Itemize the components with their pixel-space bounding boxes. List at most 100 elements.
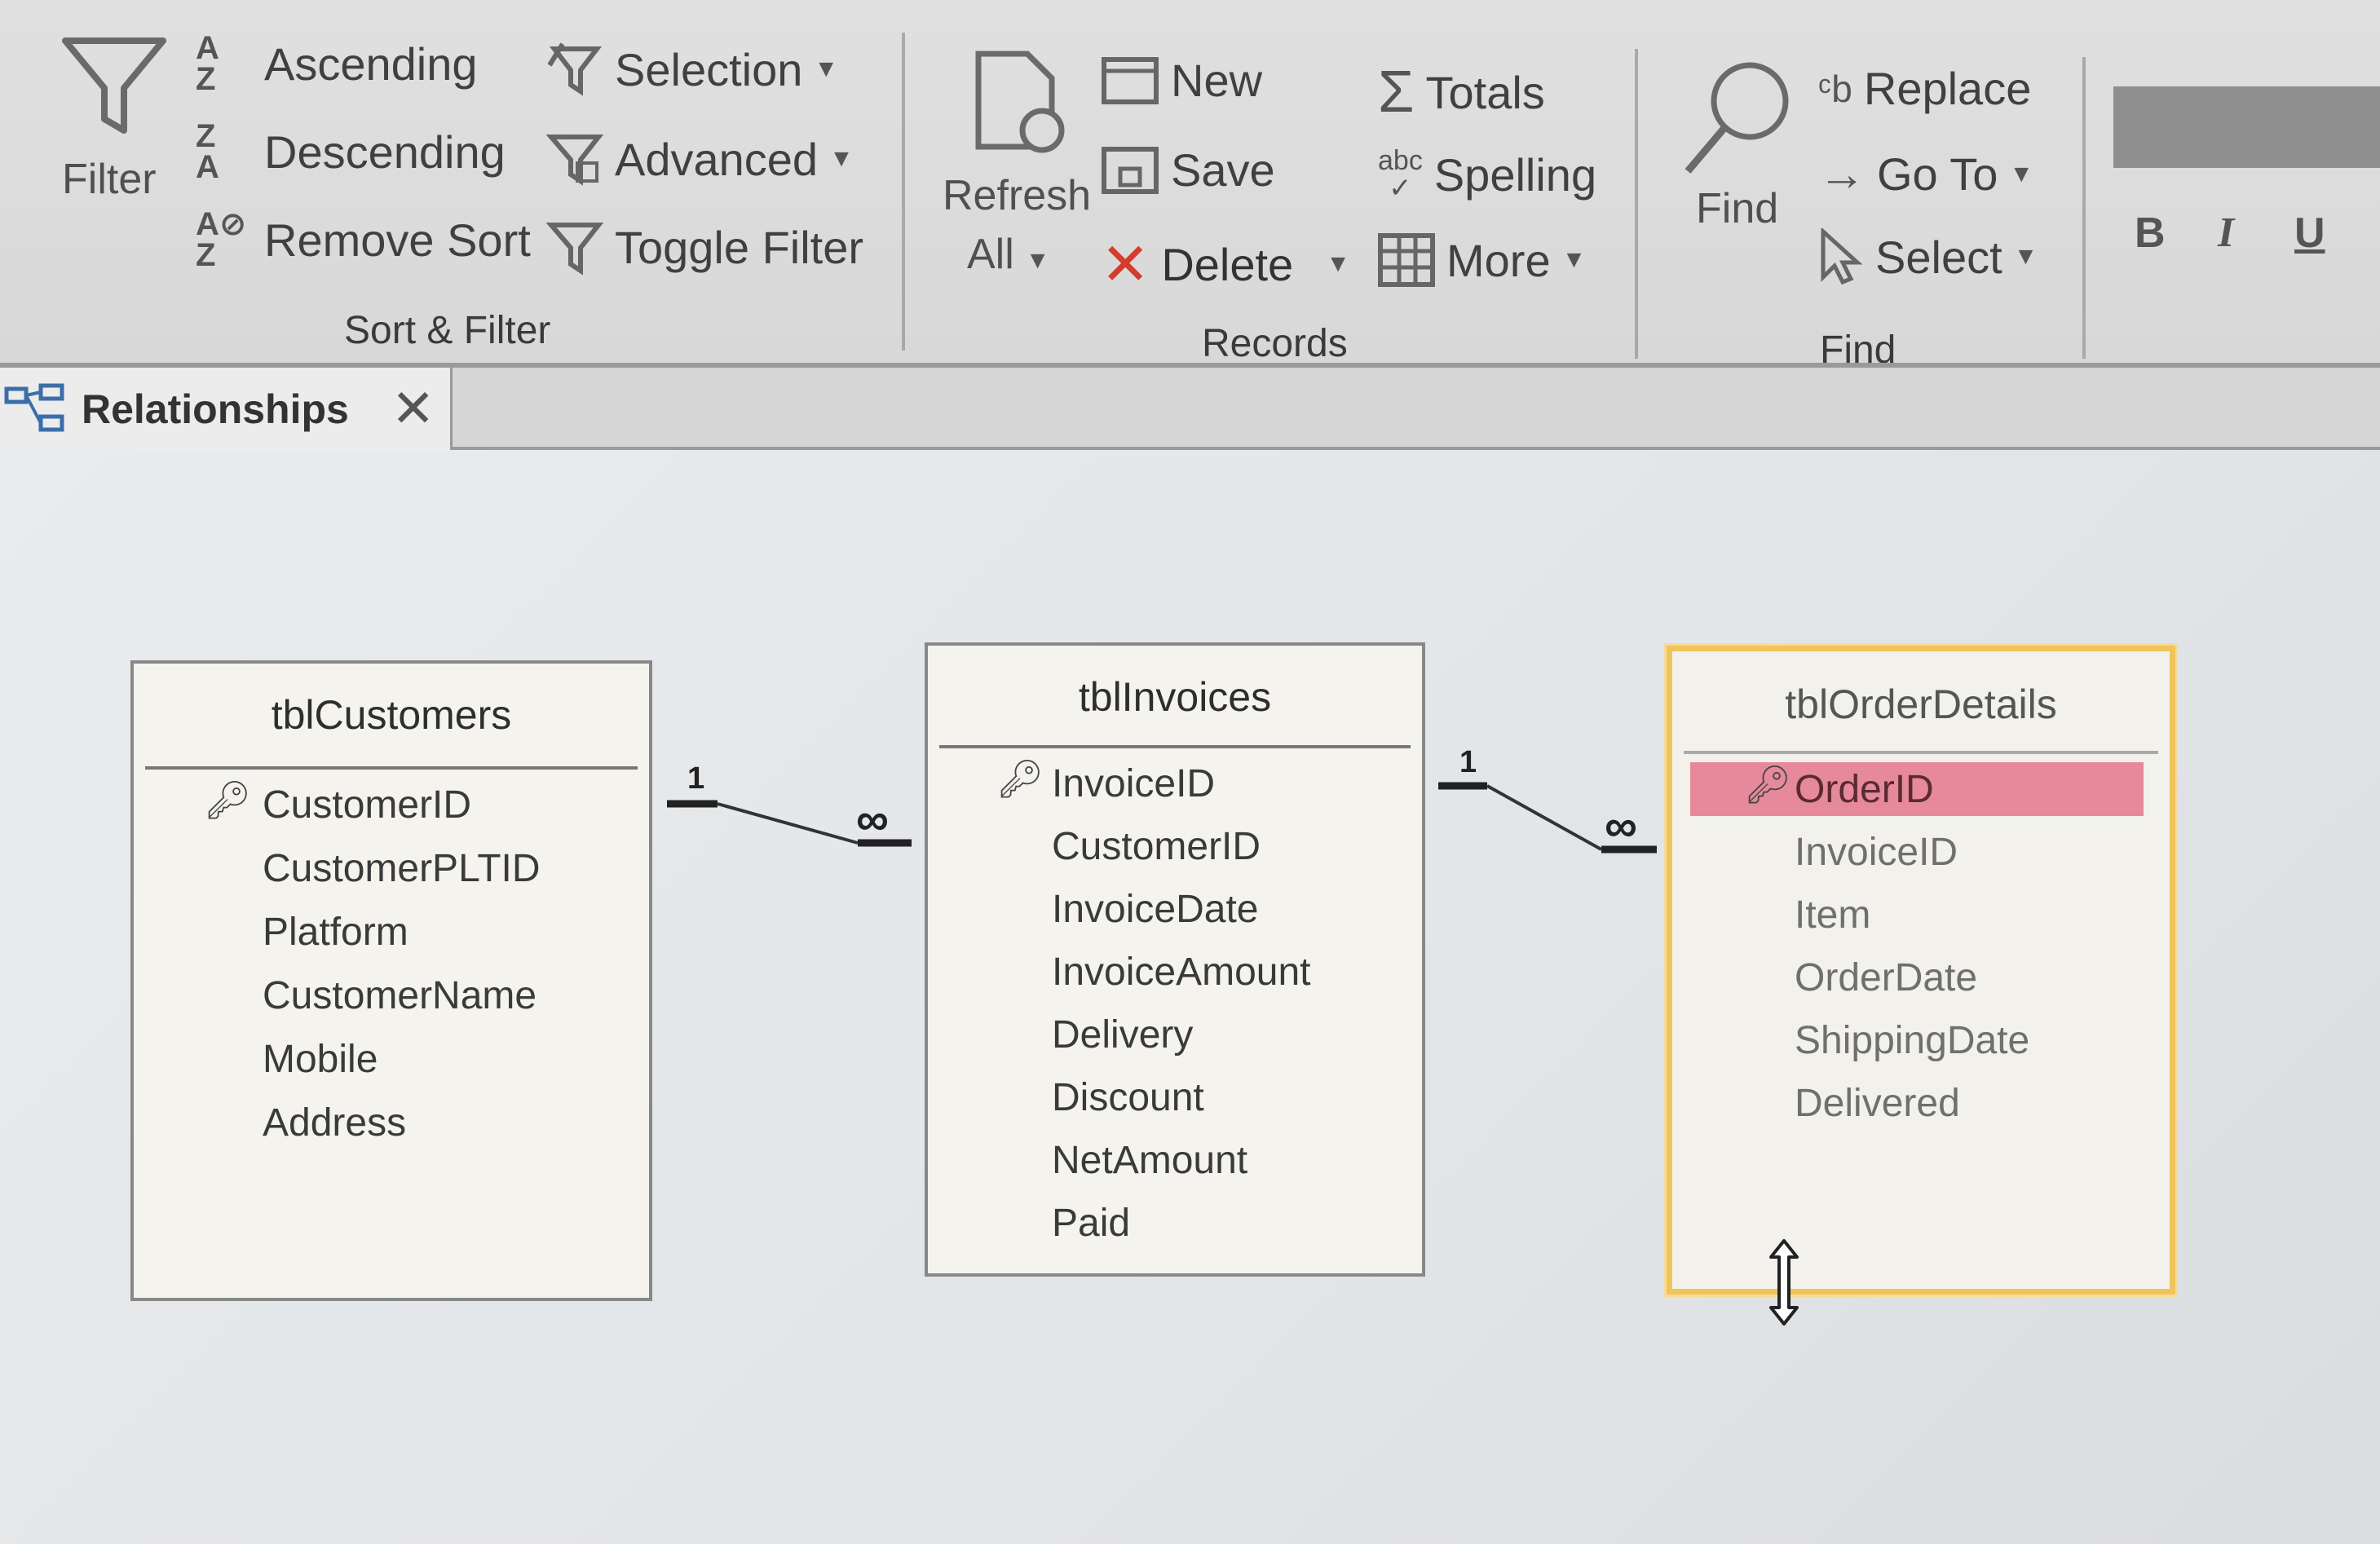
field-row[interactable]: InvoiceID bbox=[1795, 831, 1958, 874]
divider bbox=[145, 766, 638, 770]
toggle-filter-label: Toggle Filter bbox=[615, 221, 864, 273]
selection-label: Selection bbox=[615, 43, 803, 95]
totals-button[interactable]: Σ Totals bbox=[1378, 59, 1545, 126]
table-tblCustomers[interactable]: tblCustomers 🔑︎ CustomerID CustomerPLTID… bbox=[130, 660, 652, 1301]
new-record-button[interactable]: New bbox=[1101, 54, 1262, 107]
save-label: Save bbox=[1171, 144, 1275, 196]
italic-button[interactable]: I bbox=[2218, 210, 2235, 256]
relationship-lines bbox=[667, 782, 1657, 854]
field-row[interactable]: CustomerName bbox=[263, 974, 537, 1017]
table-title: tblInvoices bbox=[1078, 674, 1272, 720]
table-tblOrderDetails[interactable]: tblOrderDetails 🔑︎ OrderID InvoiceID Ite… bbox=[1667, 646, 2175, 1295]
divider bbox=[939, 745, 1411, 748]
ascending-label: Ascending bbox=[264, 37, 478, 90]
filter-icon bbox=[62, 37, 166, 134]
advanced-button[interactable]: Advanced ▼ bbox=[546, 130, 854, 187]
find-label: Find bbox=[1696, 185, 1779, 232]
document-tab-strip: Relationships ✕ bbox=[0, 363, 2380, 450]
go-to-icon: → bbox=[1818, 148, 1866, 201]
table-title: tblOrderDetails bbox=[1785, 682, 2057, 727]
chevron-down-icon: ▼ bbox=[1561, 246, 1587, 273]
remove-sort-label: Remove Sort bbox=[264, 214, 531, 266]
chevron-down-icon: ▼ bbox=[1025, 247, 1050, 274]
more-button[interactable]: More▼ bbox=[1378, 233, 1586, 287]
relationship-many-label: ∞ bbox=[1605, 800, 1637, 851]
table-tblInvoices[interactable]: tblInvoices 🔑︎ InvoiceID CustomerID Invo… bbox=[925, 642, 1425, 1277]
refresh-label: Refresh bbox=[943, 172, 1092, 219]
field-row[interactable]: OrderDate bbox=[1795, 956, 1978, 999]
totals-label: Totals bbox=[1425, 66, 1545, 118]
close-icon[interactable]: ✕ bbox=[391, 379, 435, 438]
relationship-many-label: ∞ bbox=[856, 793, 889, 845]
key-icon: 🔑︎ bbox=[1744, 763, 1792, 805]
find-button[interactable]: Find bbox=[1680, 57, 1802, 245]
field-row[interactable]: CustomerPLTID bbox=[263, 847, 541, 890]
tab-underline bbox=[450, 447, 2380, 450]
descending-label: Descending bbox=[264, 126, 506, 178]
relationship-customers-invoices[interactable] bbox=[667, 800, 912, 847]
resize-cursor-icon bbox=[1769, 1239, 1799, 1326]
field-row[interactable]: InvoiceDate bbox=[1052, 888, 1259, 931]
group-separator bbox=[902, 33, 905, 351]
key-icon: 🔑︎ bbox=[996, 757, 1044, 800]
key-icon: 🔑︎ bbox=[204, 779, 252, 821]
find-icon bbox=[1685, 62, 1789, 174]
filter-button[interactable]: Filter bbox=[49, 24, 179, 212]
select-button[interactable]: Select▼ bbox=[1818, 228, 2038, 285]
delete-record-button[interactable]: ✕ Delete▼ bbox=[1101, 230, 1350, 298]
field-row[interactable]: Delivery bbox=[1052, 1013, 1194, 1057]
refresh-all-button[interactable]: Refresh All ▼ bbox=[938, 49, 1091, 285]
replace-button[interactable]: ᶜb Replace bbox=[1818, 62, 2031, 115]
field-row[interactable]: CustomerID bbox=[1052, 825, 1261, 868]
bold-button[interactable]: B bbox=[2135, 210, 2166, 257]
new-record-icon bbox=[1102, 56, 1159, 104]
divider bbox=[1684, 751, 2158, 754]
field-row-selected[interactable]: OrderID bbox=[1795, 768, 1934, 811]
field-row[interactable]: Item bbox=[1795, 893, 1871, 937]
chevron-down-icon: ▼ bbox=[814, 55, 839, 82]
refresh-all-label: All ▼ bbox=[967, 230, 1050, 279]
spelling-button[interactable]: abc✓ Spelling bbox=[1378, 147, 1596, 202]
field-row[interactable]: InvoiceID bbox=[1052, 762, 1216, 805]
tab-relationships[interactable]: Relationships ✕ bbox=[0, 368, 453, 450]
replace-label: Replace bbox=[1863, 63, 2032, 114]
group-separator bbox=[2082, 57, 2086, 359]
field-row[interactable]: Delivered bbox=[1795, 1082, 1960, 1125]
field-row[interactable]: NetAmount bbox=[1052, 1139, 1248, 1182]
toggle-filter-icon bbox=[546, 223, 603, 276]
remove-sort-button[interactable]: A⊘Z Remove Sort bbox=[196, 208, 531, 271]
refresh-all-text: All bbox=[967, 231, 1014, 278]
table-title: tblCustomers bbox=[271, 692, 512, 738]
field-row[interactable]: ShippingDate bbox=[1795, 1019, 2030, 1062]
selection-button[interactable]: Selection ▼ bbox=[546, 41, 838, 98]
chevron-down-icon: ▼ bbox=[2009, 160, 2034, 187]
filter-label: Filter bbox=[62, 156, 157, 203]
relationships-canvas[interactable]: 1 ∞ 1 ∞ tblCustomers 🔑︎ CustomerID Custo… bbox=[0, 450, 2380, 1544]
toggle-filter-button[interactable]: Toggle Filter bbox=[546, 218, 863, 276]
underline-button[interactable]: U bbox=[2294, 210, 2325, 257]
save-record-button[interactable]: Save bbox=[1101, 143, 1275, 196]
field-row[interactable]: CustomerID bbox=[263, 783, 472, 827]
field-row[interactable]: Mobile bbox=[263, 1038, 378, 1081]
field-row[interactable]: Paid bbox=[1052, 1202, 1131, 1245]
advanced-label: Advanced bbox=[615, 133, 819, 185]
go-to-button[interactable]: → Go To ▼ bbox=[1818, 147, 2033, 201]
chevron-down-icon: ▼ bbox=[829, 145, 854, 172]
selected-field-highlight bbox=[1690, 762, 2144, 816]
font-name-box[interactable] bbox=[2113, 86, 2380, 168]
totals-icon: Σ bbox=[1378, 60, 1415, 125]
field-row[interactable]: InvoiceAmount bbox=[1052, 951, 1311, 994]
more-icon bbox=[1378, 233, 1435, 287]
chevron-down-icon: ▼ bbox=[1326, 250, 1350, 277]
relationship-invoices-orderdetails[interactable] bbox=[1438, 782, 1657, 854]
field-row[interactable]: Discount bbox=[1052, 1076, 1204, 1119]
advanced-filter-icon bbox=[546, 135, 603, 186]
field-row[interactable]: Address bbox=[263, 1101, 407, 1145]
go-to-label: Go To bbox=[1877, 148, 1998, 200]
field-row[interactable]: Platform bbox=[263, 911, 408, 954]
sort-filter-group-label: Sort & Filter bbox=[344, 309, 551, 352]
